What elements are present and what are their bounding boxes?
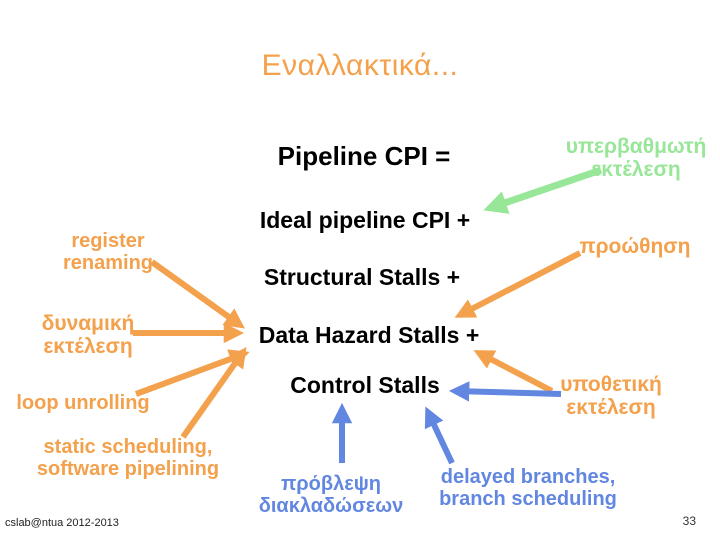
- equation-lhs: Pipeline CPI =: [277, 141, 451, 171]
- label-forwarding: προώθηση: [579, 235, 691, 258]
- label-dynamic-execution: δυναμική εκτέλεση: [42, 312, 135, 358]
- label-delayed-branches: delayed branches, branch scheduling: [439, 466, 617, 510]
- label-superscalar-execution: υπερβαθμωτή εκτέλεση: [566, 135, 707, 181]
- label-line: register: [71, 230, 145, 252]
- label-line: πρόβλεψη: [280, 473, 381, 495]
- arrow-speculative-to-control: [448, 381, 562, 402]
- label-line: renaming: [62, 252, 154, 274]
- arrow-forwarding-to-data-hazard: [454, 250, 582, 318]
- slide-title: Εναλλακτικά...: [261, 49, 459, 82]
- arrow-static-scheduling-to-data-hazard: [180, 347, 247, 439]
- label-line: υποθετική: [560, 373, 662, 396]
- equation-term-structural: Structural Stalls +: [263, 264, 461, 290]
- label-line: branch scheduling: [439, 488, 617, 510]
- arrow-delayed-branches-to-control: [424, 406, 455, 465]
- label-line: delayed branches,: [440, 466, 616, 488]
- page-number: 33: [682, 514, 696, 528]
- label-loop-unrolling: loop unrolling: [16, 392, 150, 414]
- arrow-loop-unrolling-to-data-hazard: [134, 349, 250, 397]
- label-branch-prediction: πρόβλεψη διακλαδώσεων: [259, 473, 404, 517]
- label-line: διακλαδώσεων: [258, 495, 404, 517]
- equation-term-control: Control Stalls: [290, 372, 440, 398]
- label-line: εκτέλεση: [591, 158, 681, 182]
- equation-term-data-hazard: Data Hazard Stalls +: [258, 322, 480, 348]
- label-line: δυναμική: [41, 312, 135, 335]
- label-register-renaming: register renaming: [63, 230, 153, 274]
- label-line: εκτέλεση: [566, 396, 656, 420]
- footer-credit: cslab@ntua 2012-2013: [5, 517, 119, 529]
- arrow-speculative-to-data-hazard: [473, 350, 554, 394]
- label-speculative-execution: υποθετική εκτέλεση: [560, 373, 662, 419]
- equation-term-ideal: Ideal pipeline CPI +: [259, 207, 471, 233]
- label-line: static scheduling,: [43, 436, 213, 458]
- label-line: εκτέλεση: [43, 335, 133, 359]
- label-line: υπερβαθμωτή: [565, 135, 707, 158]
- label-static-scheduling: static scheduling, software pipelining: [37, 436, 219, 480]
- label-line: software pipelining: [36, 458, 220, 480]
- arrow-register-renaming-to-data-hazard: [150, 259, 245, 329]
